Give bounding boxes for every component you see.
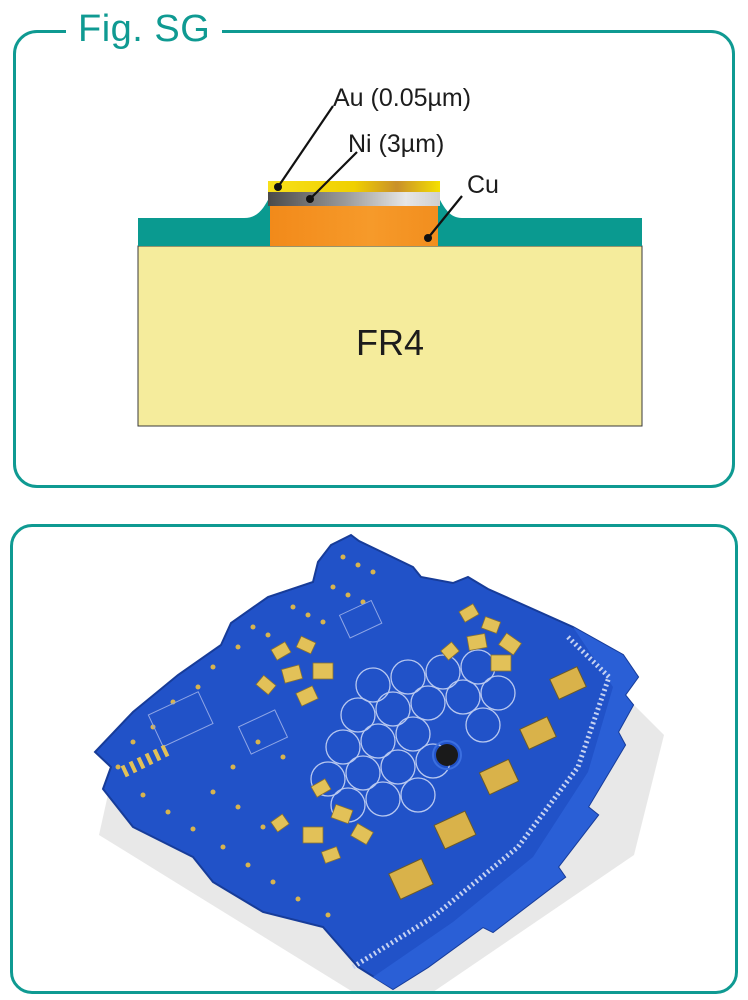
solder-mask-left [138,196,270,246]
mounting-hole [436,744,458,766]
edge-connector-pads [120,744,170,778]
au-label: Au (0.05µm) [333,84,471,112]
au-leader-line [277,105,334,188]
au-leader-dot [274,183,282,191]
cu-label: Cu [467,171,499,199]
circle-test-pattern [310,649,516,823]
ic-area [147,599,383,755]
diagram-panel [13,30,735,488]
ni-leader-dot [306,195,314,203]
ni-label: Ni (3µm) [348,130,444,158]
nickel-layer [268,192,440,206]
cu-leader-dot [424,234,432,242]
solder-mask-right [438,196,642,246]
cross-section-diagram: Au (0.05µm) Ni (3µm) Cu FR4 [137,84,643,427]
pcb-photo-panel [10,524,738,994]
fr4-label: FR4 [356,322,424,363]
pcb-edge-strip [373,627,638,989]
pcb-photo [93,533,664,991]
gold-pad-clusters [255,603,522,864]
cu-leader-line [427,195,463,239]
figure-title: Fig. SG [66,5,223,53]
bga-pads [388,666,587,900]
ni-leader-line [309,151,358,200]
mounting-hole-ring [432,740,462,770]
via-dots [115,554,376,918]
gold-layer [268,181,440,192]
copper-layer [270,206,438,246]
